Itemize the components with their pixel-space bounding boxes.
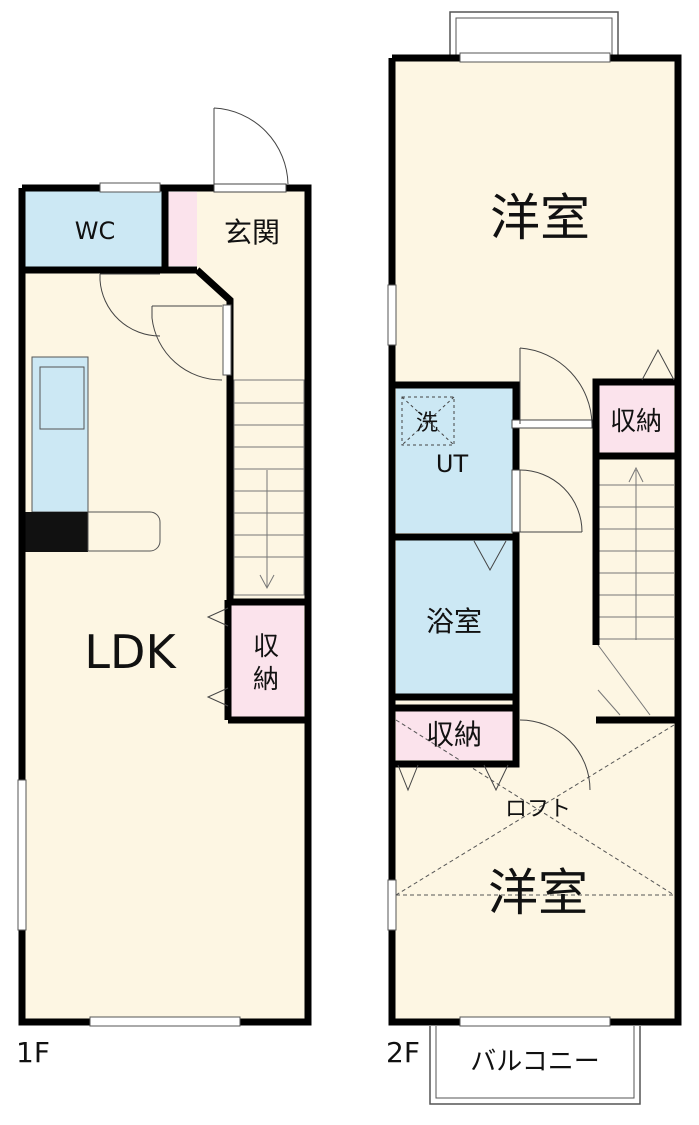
second-windows xyxy=(387,52,611,1027)
first-doors xyxy=(99,107,289,707)
second-doors xyxy=(397,347,675,792)
right-storage-label: 収納 xyxy=(610,407,662,437)
loft-outline xyxy=(395,719,675,896)
wash-label: 洗 xyxy=(416,411,438,436)
wc-floor xyxy=(22,188,165,270)
utility-label: UT xyxy=(436,450,469,478)
top-balcony-rail-inner xyxy=(455,17,613,59)
kitchen-sink xyxy=(39,366,85,430)
second-floor-label: 2F xyxy=(386,1036,420,1069)
right-storage-floor xyxy=(598,382,674,454)
western-room-top-label: 洋室 xyxy=(490,189,590,247)
first-storage-label-line2: 納 xyxy=(253,665,279,695)
mid-storage-floor xyxy=(396,710,514,760)
balcony-label: バルコニー xyxy=(470,1047,599,1077)
entrance-label: 玄関 xyxy=(224,216,280,249)
bottom-balcony-rail-inner xyxy=(435,1026,635,1099)
ldk-label: LDK xyxy=(84,625,177,679)
first-windows xyxy=(17,182,241,1027)
first-stairs xyxy=(233,379,305,596)
entrance-floor xyxy=(197,188,308,270)
first-floor: WC 玄関 LDK 収 納 1F xyxy=(16,107,312,1069)
first-floor-label: 1F xyxy=(16,1036,50,1069)
bath-label: 浴室 xyxy=(426,605,482,638)
second-stairs xyxy=(597,466,674,716)
loft-label: ロフト xyxy=(505,797,571,822)
first-walls xyxy=(18,184,312,1026)
first-storage-label-line1: 収 xyxy=(253,632,279,662)
second-floor: 洋室 洗 UT 浴室 収納 収納 ロフト 洋室 バルコニー 2F xyxy=(386,11,682,1105)
bath-floor xyxy=(396,540,514,695)
entrance-storage-floor xyxy=(165,192,197,266)
counter-extension xyxy=(87,511,161,552)
bottom-balcony-rail xyxy=(429,1026,641,1105)
western-room-bottom-label: 洋室 xyxy=(488,864,588,922)
first-storage-floor xyxy=(228,603,304,720)
fridge-space xyxy=(22,512,88,552)
mid-storage-label: 収納 xyxy=(426,718,482,751)
wc-label: WC xyxy=(75,217,116,245)
